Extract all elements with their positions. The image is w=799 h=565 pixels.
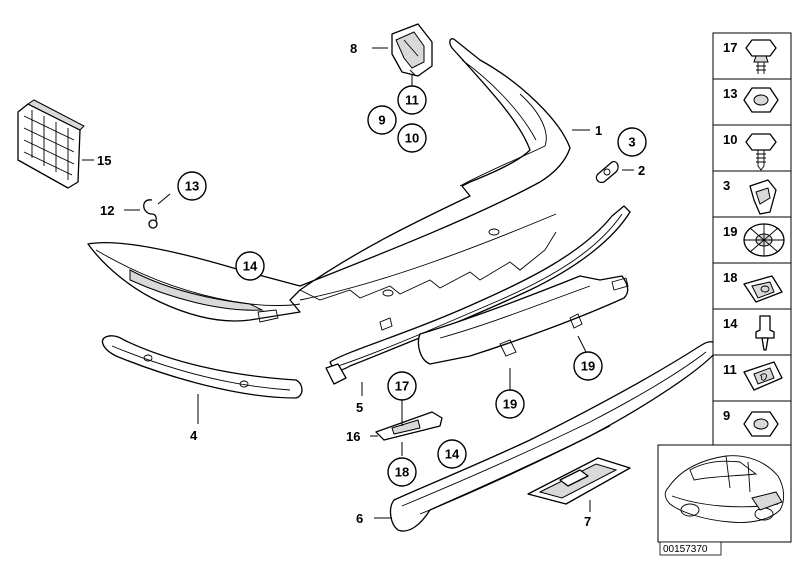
label-8: 8 — [350, 41, 357, 56]
sidebar-label-17: 17 — [723, 40, 737, 55]
label-16: 16 — [346, 429, 360, 444]
callout-19a: 19 — [573, 351, 603, 381]
sidebar-label-11: 11 — [723, 362, 737, 377]
fastener-11-icon — [743, 361, 783, 391]
part-6-diffuser — [389, 341, 718, 532]
svg-text:14: 14 — [243, 259, 258, 274]
fastener-9-icon — [743, 411, 779, 437]
callout-19b: 19 — [495, 389, 525, 419]
callout-3: 3 — [617, 127, 647, 157]
fastener-3-icon — [749, 179, 777, 215]
callout-13: 13 — [177, 171, 207, 201]
part-2-grommet — [595, 161, 619, 184]
sidebar-label-19: 19 — [723, 224, 737, 239]
label-15: 15 — [97, 153, 111, 168]
fastener-19-icon — [743, 223, 785, 257]
svg-text:19: 19 — [503, 397, 517, 412]
fastener-14-icon — [755, 315, 775, 351]
leader-lines — [82, 47, 634, 519]
sidebar-label-13: 13 — [723, 86, 737, 101]
svg-text:18: 18 — [395, 465, 409, 480]
fastener-sidebar: 17 13 10 3 19 18 14 11 9 — [712, 32, 792, 449]
labels: 8 1 2 15 12 4 5 16 6 7 — [97, 41, 645, 529]
svg-text:13: 13 — [185, 179, 199, 194]
part-12-hook — [143, 199, 158, 229]
fastener-18-icon — [743, 275, 783, 303]
callout-11: 11 — [397, 85, 427, 115]
callout-14a: 14 — [235, 251, 265, 281]
callout-9: 9 — [367, 105, 397, 135]
label-1: 1 — [595, 123, 602, 138]
part-7-panel — [527, 457, 631, 505]
part-16-bracket — [375, 411, 443, 441]
svg-text:9: 9 — [378, 113, 385, 128]
label-7: 7 — [584, 514, 591, 529]
callout-18: 18 — [387, 457, 417, 487]
part-4-strip — [101, 335, 303, 399]
svg-text:14: 14 — [445, 447, 460, 462]
callout-14b: 14 — [437, 439, 467, 469]
callout-10: 10 — [397, 123, 427, 153]
svg-text:11: 11 — [405, 93, 419, 108]
circled-callouts: 11 9 10 3 13 14 17 19 19 18 14 — [177, 85, 647, 487]
label-5: 5 — [356, 400, 363, 415]
svg-text:17: 17 — [395, 379, 409, 394]
svg-text:3: 3 — [628, 135, 635, 150]
sidebar-label-10: 10 — [723, 132, 737, 147]
label-6: 6 — [356, 511, 363, 526]
label-12: 12 — [100, 203, 114, 218]
svg-text:10: 10 — [405, 131, 419, 146]
fastener-13-icon — [743, 87, 779, 113]
car-thumbnail — [657, 444, 792, 543]
svg-text:19: 19 — [581, 359, 595, 374]
part-15-grille — [17, 99, 85, 189]
fastener-17-icon — [745, 39, 777, 74]
part-19-bracket — [417, 275, 629, 365]
sidebar-label-14: 14 — [723, 316, 738, 331]
svg-text:00157370: 00157370 — [663, 544, 708, 555]
part-8-bracket — [391, 23, 433, 77]
part-1-bumper-trim — [87, 38, 571, 331]
diagram-id: 00157370 — [659, 541, 722, 556]
callout-17: 17 — [387, 371, 417, 401]
part-5-carrier — [325, 205, 631, 385]
sidebar-label-9: 9 — [723, 408, 730, 423]
sidebar-label-18: 18 — [723, 270, 737, 285]
label-4: 4 — [190, 428, 198, 443]
fastener-10-icon — [745, 133, 777, 171]
label-2: 2 — [638, 163, 645, 178]
sidebar-label-3: 3 — [723, 178, 730, 193]
